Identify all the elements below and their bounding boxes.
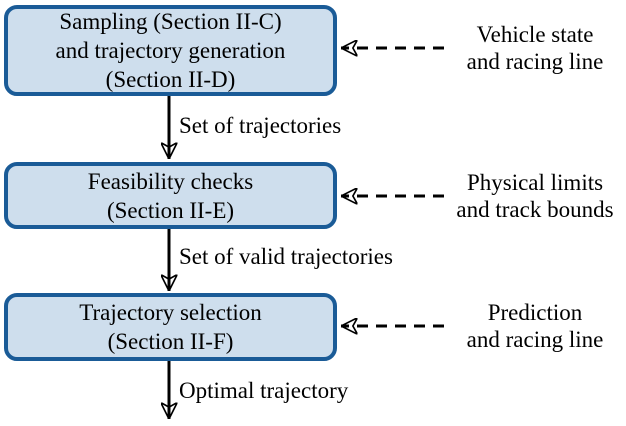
input-label-prediction: Prediction and racing line <box>447 299 623 353</box>
input-label-physical-limits: Physical limits and track bounds <box>447 169 623 223</box>
box-sampling-trajectory-generation: Sampling (Section II-C) and trajectory g… <box>4 5 337 96</box>
box-text-line: Feasibility checks <box>87 168 254 194</box>
flow-label-optimal-trajectory: Optimal trajectory <box>179 378 349 403</box>
box-trajectory-selection: Trajectory selection (Section II-F) <box>4 293 337 361</box>
input-label-line: and track bounds <box>456 197 614 222</box>
flow-label-set-of-trajectories: Set of trajectories <box>179 113 342 138</box>
box-text-line: (Section II-D) <box>105 67 236 92</box>
input-label-line: Physical limits <box>466 170 604 195</box>
input-label-line: and racing line <box>466 327 604 352</box>
box-text-line: (Section II-F) <box>107 329 234 354</box>
box-text-line: Trajectory selection <box>79 300 262 325</box>
input-label-line: and racing line <box>466 49 604 74</box>
input-label-line: Prediction <box>487 300 583 325</box>
box-feasibility-checks: Feasibility checks (Section II-E) <box>4 162 337 229</box>
box-text-line: and trajectory generation <box>55 38 286 63</box>
box-text-line: Sampling (Section II-C) <box>59 9 282 34</box>
flow-label-set-of-valid-trajectories: Set of valid trajectories <box>179 244 393 269</box>
box-text-line: (Section II-E) <box>106 197 235 223</box>
input-label-line: Vehicle state <box>476 22 594 47</box>
input-label-vehicle-state: Vehicle state and racing line <box>447 21 623 75</box>
